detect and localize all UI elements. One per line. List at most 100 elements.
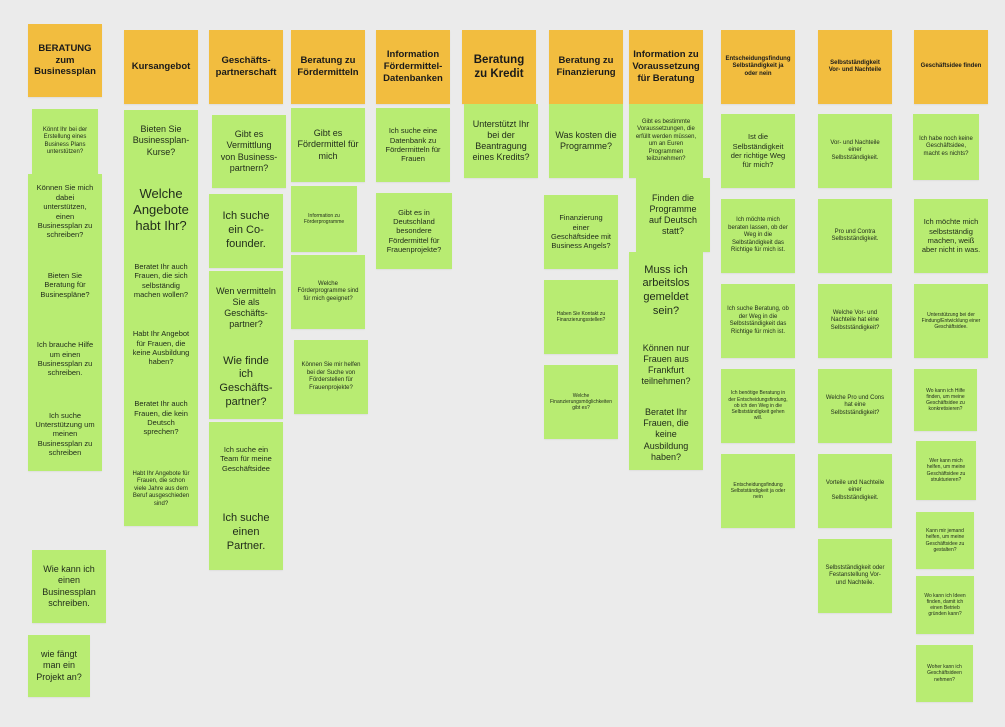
- sticky-note[interactable]: Haben Sie Kontakt zu Finanzierungsstelle…: [544, 280, 618, 354]
- note-text: Unterstützung bei der Findung/Entwicklun…: [921, 311, 981, 331]
- category-header-note[interactable]: Information Fördermittel-Datenbanken: [376, 30, 450, 104]
- category-header-note[interactable]: Geschäfts-partnerschaft: [209, 30, 283, 104]
- sticky-note[interactable]: Wo kann ich Hilfe finden, um meine Gesch…: [914, 369, 977, 431]
- note-text: Was kosten die Programme?: [555, 129, 617, 151]
- sticky-note[interactable]: Wer kann mich helfen, um meine Geschäfts…: [916, 441, 976, 500]
- sticky-note[interactable]: Bieten Sie Beratung für Businespläne?: [28, 249, 102, 321]
- sticky-note[interactable]: Welche Angebote habt Ihr?: [124, 172, 198, 248]
- sticky-note[interactable]: Ich habe noch keine Geschäftsidee, macht…: [913, 114, 979, 180]
- note-text: Information zu Förderprogramme: [303, 212, 345, 225]
- note-text: Ich suche Unterstützung um meinen Busine…: [35, 410, 95, 458]
- note-text: Ich suche ein Team für meine Geschäftsid…: [220, 444, 272, 473]
- note-text: Finanzierung einer Geschäftsidee mit Bus…: [550, 213, 612, 251]
- sticky-note[interactable]: Könnt Ihr bei der Erstellung eines Busin…: [32, 109, 98, 174]
- sticky-note[interactable]: Welche Vor- und Nachteile hat eine Selbs…: [818, 284, 892, 358]
- sticky-note[interactable]: wie fängt man ein Projekt an?: [28, 635, 90, 697]
- sticky-note[interactable]: Ich suche eine Datenbank zu Fördermittel…: [376, 108, 450, 182]
- sticky-note[interactable]: Wie finde ich Geschäfts-partner?: [209, 345, 283, 419]
- note-text: Können Sie mir helfen bei der Suche von …: [301, 362, 361, 391]
- sticky-note[interactable]: Habt Ihr Angebote für Frauen, die schon …: [124, 453, 198, 526]
- note-text: Haben Sie Kontakt zu Finanzierungsstelle…: [556, 310, 606, 323]
- note-text: Wie kann ich einen Businessplan schreibe…: [42, 564, 96, 608]
- sticky-note[interactable]: Wo kann ich Ideen finden, damit ich eine…: [916, 576, 974, 634]
- note-text: Bieten Sie Beratung für Businespläne?: [40, 270, 90, 299]
- note-text: Selbstständigkeit Vor- und Nachteile: [828, 59, 882, 74]
- sticky-note[interactable]: Welche Finanzierungsmöglichkeiten gibt e…: [544, 365, 618, 439]
- sticky-note[interactable]: Können Sie mir helfen bei der Suche von …: [294, 340, 368, 414]
- sticky-note[interactable]: Selbstständigkeit oder Festanstellung Vo…: [818, 539, 892, 613]
- sticky-note[interactable]: Woher kann ich Geschäftsideen nehmen?: [916, 645, 973, 702]
- sticky-note[interactable]: Finanzierung einer Geschäftsidee mit Bus…: [544, 195, 618, 269]
- note-text: Gibt es Fördermittel für mich: [297, 128, 359, 161]
- note-text: Pro und Contra Selbstständigkeit.: [831, 228, 879, 243]
- sticky-note[interactable]: Unterstützung bei der Findung/Entwicklun…: [914, 284, 988, 358]
- note-text: Ich benötige Beratung in der Entscheidun…: [728, 390, 788, 422]
- category-header-note[interactable]: Selbstständigkeit Vor- und Nachteile: [818, 30, 892, 104]
- note-text: Ich suche einen Partner.: [222, 512, 270, 552]
- sticky-note[interactable]: Kann mir jemand helfen, um meine Geschäf…: [916, 512, 974, 569]
- sticky-note[interactable]: Ich möchte mich beraten lassen, ob der W…: [721, 199, 795, 273]
- sticky-note[interactable]: Ich benötige Beratung in der Entscheidun…: [721, 369, 795, 443]
- sticky-note[interactable]: Information zu Förderprogramme: [291, 186, 357, 252]
- note-text: Vor- und Nachteile einer Selbstständigke…: [830, 139, 880, 161]
- sticky-note[interactable]: Ich suche einen Partner.: [209, 496, 283, 570]
- note-text: Ist die Selbständigkeit der richtige Weg…: [730, 132, 786, 170]
- note-text: Entscheidungsfindung Selbständigkeit ja …: [725, 55, 791, 77]
- sticky-note[interactable]: Beratet Ihr auch Frauen, die kein Deutsc…: [124, 383, 198, 453]
- sticky-note[interactable]: Wie kann ich einen Businessplan schreibe…: [32, 550, 106, 623]
- note-text: Wo kann ich Hilfe finden, um meine Gesch…: [926, 387, 965, 413]
- sticky-note[interactable]: Ich brauche Hilfe um einen Businessplan …: [28, 321, 102, 397]
- sticky-note[interactable]: Entscheidungsfindung Selbstständigkeit j…: [721, 454, 795, 528]
- sticky-note[interactable]: Finden die Programme auf Deutsch statt?: [636, 178, 710, 252]
- sticky-note[interactable]: Habt Ihr Angebot für Frauen, die keine A…: [124, 313, 198, 383]
- sticky-note[interactable]: Pro und Contra Selbstständigkeit.: [818, 199, 892, 273]
- category-header-note[interactable]: Information zu Voraussetzung für Beratun…: [629, 30, 703, 104]
- sticky-note[interactable]: Unterstützt Ihr bei der Beantragung eine…: [464, 104, 538, 178]
- category-header-note[interactable]: Beratung zu Finanzierung: [549, 30, 623, 104]
- note-text: Entscheidungsfindung Selbstständigkeit j…: [730, 481, 786, 501]
- sticky-note[interactable]: Gibt es Fördermittel für mich: [291, 108, 365, 182]
- sticky-note[interactable]: Vor- und Nachteile einer Selbstständigke…: [818, 114, 892, 188]
- note-text: Ich suche eine Datenbank zu Fördermittel…: [385, 126, 441, 164]
- sticky-note[interactable]: Wen vermitteln Sie als Geschäfts-partner…: [209, 271, 283, 345]
- sticky-note[interactable]: Können Sie mich dabei unterstützen, eine…: [28, 174, 102, 249]
- note-text: Kursangebot: [131, 61, 191, 73]
- note-text: Geschäftsidee finden: [920, 63, 982, 70]
- sticky-note[interactable]: Gibt es Vermittlung von Business-partner…: [212, 115, 286, 188]
- sticky-note[interactable]: Beratet Ihr auch Frauen, die sich selbst…: [124, 248, 198, 313]
- note-text: Beratung zu Finanzierung: [556, 55, 616, 78]
- category-header-note[interactable]: Entscheidungsfindung Selbständigkeit ja …: [721, 30, 795, 104]
- sticky-note[interactable]: Welche Pro und Cons hat eine Selbstständ…: [818, 369, 892, 443]
- sticky-note[interactable]: Ich suche ein Team für meine Geschäftsid…: [209, 422, 283, 496]
- sticky-note[interactable]: Gibt es in Deutschland besondere Förderm…: [376, 193, 452, 269]
- sticky-note[interactable]: Vorteile und Nachteile einer Selbstständ…: [818, 454, 892, 528]
- category-header-note[interactable]: Beratung zu Kredit: [462, 30, 536, 104]
- note-text: Beratung zu Kredit: [473, 53, 525, 80]
- category-header-note[interactable]: Kursangebot: [124, 30, 198, 104]
- sticky-note[interactable]: Ich suche ein Co-founder.: [209, 194, 283, 268]
- sticky-note[interactable]: Können nur Frauen aus Frankfurt teilnehm…: [629, 330, 703, 400]
- sticky-note[interactable]: Welche Förderprogramme sind für mich gee…: [291, 255, 365, 329]
- note-text: Ich möchte mich beraten lassen, ob der W…: [728, 217, 788, 254]
- note-text: Geschäfts-partnerschaft: [215, 55, 277, 78]
- sticky-note[interactable]: Bieten Sie Businessplan-Kurse?: [124, 110, 198, 172]
- note-text: Gibt es bestimmte Voraussetzungen, die e…: [635, 118, 697, 163]
- category-header-note[interactable]: Geschäftsidee finden: [914, 30, 988, 104]
- sticky-note[interactable]: Beratet Ihr Frauen, die keine Ausbildung…: [629, 400, 703, 470]
- sticky-note[interactable]: Ist die Selbständigkeit der richtige Weg…: [721, 114, 795, 188]
- sticky-note[interactable]: Ich möchte mich selbstständig machen, we…: [914, 199, 988, 273]
- note-text: Gibt es Vermittlung von Business-partner…: [220, 129, 278, 173]
- note-text: Habt Ihr Angebot für Frauen, die keine A…: [132, 329, 190, 367]
- sticky-note[interactable]: Ich suche Beratung, ob der Weg in die Se…: [721, 284, 795, 358]
- note-text: Welche Angebote habt Ihr?: [133, 185, 189, 234]
- sticky-note[interactable]: Muss ich arbeitslos gemeldet sein?: [629, 252, 703, 330]
- note-text: Wen vermitteln Sie als Geschäfts-partner…: [216, 285, 276, 330]
- sticky-note[interactable]: Gibt es bestimmte Voraussetzungen, die e…: [629, 104, 703, 178]
- category-header-note[interactable]: BERATUNG zum Businessplan: [28, 24, 102, 97]
- note-text: Muss ich arbeitslos gemeldet sein?: [642, 263, 690, 317]
- sticky-note[interactable]: Was kosten die Programme?: [549, 104, 623, 178]
- category-header-note[interactable]: Beratung zu Fördermitteln: [291, 30, 365, 104]
- note-text: Könnt Ihr bei der Erstellung eines Busin…: [42, 126, 88, 156]
- sticky-note[interactable]: Ich suche Unterstützung um meinen Busine…: [28, 397, 102, 471]
